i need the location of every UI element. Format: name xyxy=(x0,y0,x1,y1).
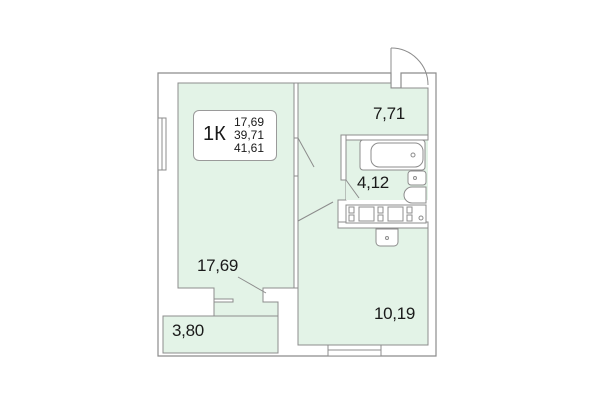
apartment-info-box: 1К 17,69 39,71 41,61 xyxy=(193,110,277,161)
kitchen-area: 10,19 xyxy=(374,304,416,323)
hallway-area: 7,71 xyxy=(373,104,405,123)
wall-living-hall xyxy=(293,82,299,139)
door-bath xyxy=(345,179,360,199)
entrance-door-arc xyxy=(390,47,429,86)
apartment-type: 1К xyxy=(203,123,226,145)
wall-bath-top xyxy=(340,134,429,141)
living-area: 17,69 xyxy=(234,115,265,129)
toilet xyxy=(403,186,427,204)
wall-bath-left xyxy=(340,134,347,181)
door-balcony xyxy=(237,276,267,294)
areas-summary: 17,69 39,71 41,61 xyxy=(234,116,264,155)
door-kitchen xyxy=(297,201,334,222)
balcony-window xyxy=(213,298,234,303)
living-room-area: 17,69 xyxy=(197,256,239,275)
total-area-with-balcony: 41,61 xyxy=(234,141,265,155)
wall-living-kitchen xyxy=(293,175,299,289)
bathroom-area: 4,12 xyxy=(357,173,389,192)
room-balcony xyxy=(162,315,279,354)
balcony-area: 3,80 xyxy=(172,321,204,340)
total-area: 39,71 xyxy=(234,128,265,142)
door-living xyxy=(297,137,315,168)
kitchen-counter xyxy=(345,204,427,224)
